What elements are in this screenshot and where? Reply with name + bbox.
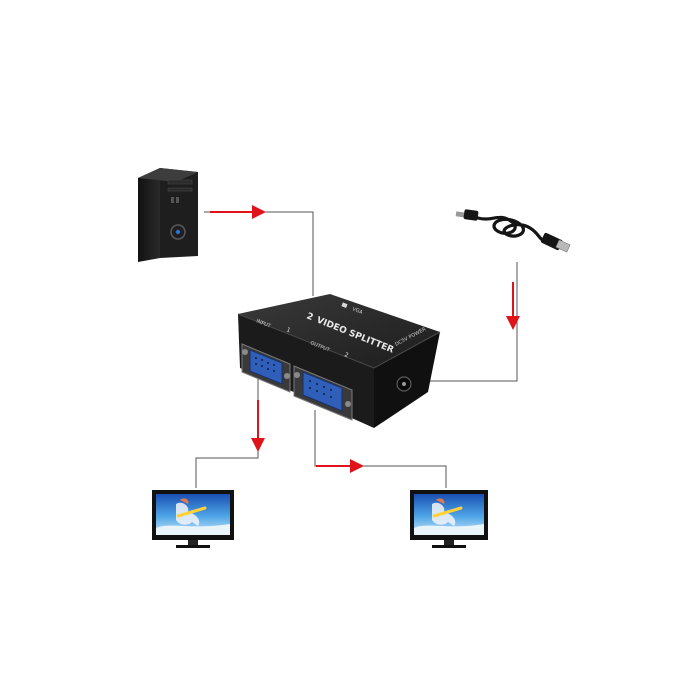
pc-arrow-head xyxy=(252,205,266,219)
splitter-port-2-label: 2 xyxy=(343,351,349,359)
lcd-monitor-icon xyxy=(410,490,488,548)
splitter-to-monitor-2-wire xyxy=(314,410,447,488)
usb-power-cable-icon xyxy=(455,209,571,253)
pc-to-splitter-wire xyxy=(204,211,314,296)
dc-power-jack xyxy=(396,376,412,392)
pc-power-led xyxy=(175,229,181,235)
monitor-1-arrow-head xyxy=(251,438,265,452)
splitter-port-1-label: 1 xyxy=(285,326,291,334)
splitter-input-label: INPUT xyxy=(255,318,272,330)
signal-arrows xyxy=(210,205,520,473)
desktop-tower-icon xyxy=(138,168,198,262)
splitter-top-face xyxy=(238,294,440,368)
splitter-top-port-label: VGA xyxy=(351,306,364,316)
usb-arrow-head xyxy=(506,316,520,330)
usb-to-splitter-wire xyxy=(421,262,518,382)
vga-port-1 xyxy=(241,343,291,393)
monitor-2-arrow-head xyxy=(350,459,364,473)
splitter-led-icon xyxy=(341,302,348,308)
lcd-monitor-icon xyxy=(152,490,234,548)
vga-port-2 xyxy=(293,365,353,421)
splitter-model-number: 2 xyxy=(305,312,315,324)
vga-splitter-device: 2 VIDEO SPLITTER VGA INPUT OUTPUT DC5V P… xyxy=(237,294,441,428)
splitter-to-monitor-1-wire xyxy=(195,360,259,488)
